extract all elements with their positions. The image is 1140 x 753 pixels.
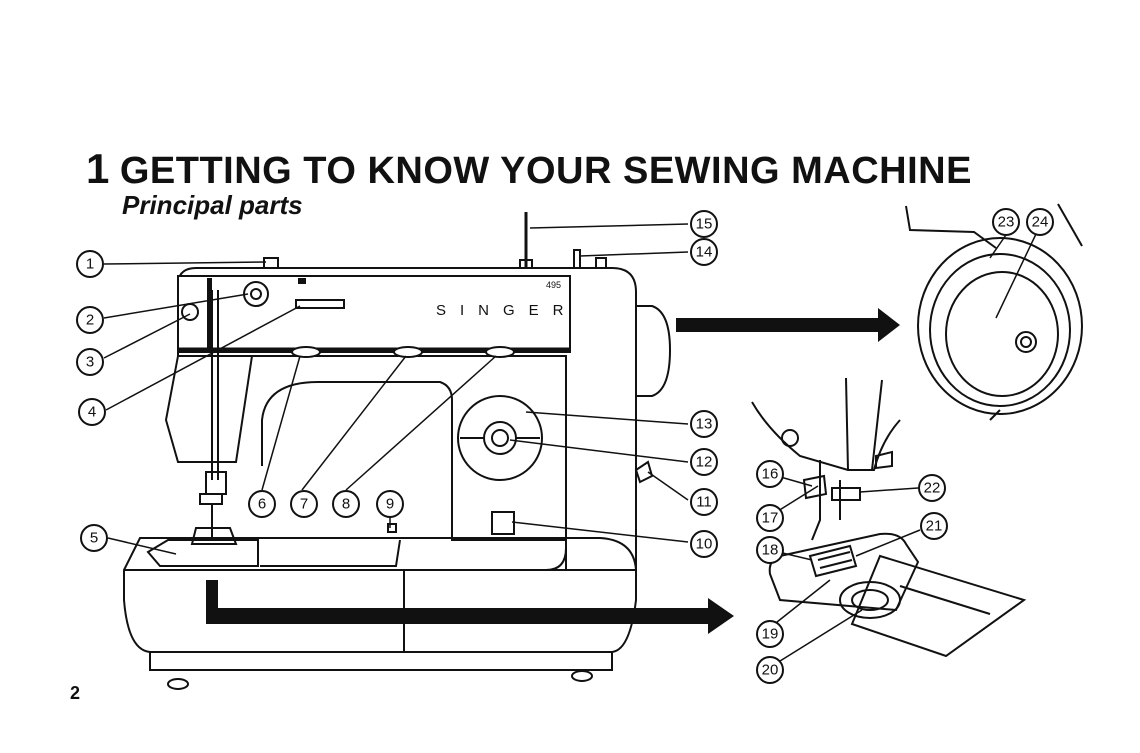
callout-11 bbox=[690, 488, 718, 516]
callout-19 bbox=[756, 620, 784, 648]
callout-3 bbox=[76, 348, 104, 376]
slide-plate bbox=[850, 554, 1027, 658]
callout-22 bbox=[918, 474, 946, 502]
callout-24 bbox=[1026, 208, 1054, 236]
callout-13-label: 13 bbox=[696, 416, 713, 433]
dial-8 bbox=[485, 346, 515, 358]
section-subtitle: Principal parts bbox=[122, 190, 303, 220]
callout-11-label: 11 bbox=[696, 494, 712, 511]
arrow-to-bed bbox=[206, 580, 734, 634]
callout-21-label: 21 bbox=[926, 518, 943, 535]
callout-21 bbox=[920, 512, 948, 540]
callout-9 bbox=[376, 490, 404, 518]
control-panel-band bbox=[177, 275, 571, 353]
callout-6 bbox=[248, 490, 276, 518]
needle-plate bbox=[146, 539, 259, 567]
callout-2 bbox=[76, 306, 104, 334]
callout-7 bbox=[290, 490, 318, 518]
handwheel-housing bbox=[636, 305, 672, 397]
callout-17-label: 17 bbox=[762, 510, 779, 527]
callout-17 bbox=[756, 504, 784, 532]
callout-12-label: 12 bbox=[696, 454, 713, 471]
callout-20-label: 20 bbox=[762, 662, 779, 679]
callout-1-label: 1 bbox=[86, 256, 94, 273]
callout-10 bbox=[690, 530, 718, 558]
arrow-to-handwheel bbox=[676, 308, 900, 342]
callout-16-label: 16 bbox=[762, 466, 779, 483]
callout-20 bbox=[756, 656, 784, 684]
callout-5-label: 5 bbox=[90, 530, 98, 547]
callout-18-label: 18 bbox=[762, 542, 779, 559]
callout-9-label: 9 bbox=[386, 496, 394, 513]
needle-area-housing bbox=[751, 401, 901, 471]
reverse-button bbox=[491, 511, 515, 535]
machine-base bbox=[123, 537, 637, 671]
callout-23 bbox=[992, 208, 1020, 236]
callout-14-label: 14 bbox=[696, 244, 713, 261]
needle-plate-closeup bbox=[768, 532, 920, 612]
callout-8-label: 8 bbox=[342, 496, 350, 513]
handwheel-closeup-housing bbox=[905, 205, 997, 249]
callout-4-label: 4 bbox=[88, 404, 96, 421]
callout-10-label: 10 bbox=[696, 536, 713, 553]
callout-3-label: 3 bbox=[86, 354, 94, 371]
callout-18 bbox=[756, 536, 784, 564]
dial-7 bbox=[393, 346, 423, 358]
machine-brand: SINGER bbox=[436, 302, 578, 319]
machine-head bbox=[164, 355, 253, 463]
callout-7-label: 7 bbox=[300, 496, 308, 513]
callout-5 bbox=[80, 524, 108, 552]
callout-15-label: 15 bbox=[696, 216, 713, 233]
pattern-selector-dial bbox=[457, 395, 543, 481]
handwheel-closeup bbox=[917, 237, 1083, 415]
bobbin-closeup bbox=[839, 581, 901, 619]
section-number: 1 bbox=[86, 145, 110, 192]
callout-16 bbox=[756, 460, 784, 488]
callout-13 bbox=[690, 410, 718, 438]
callout-6-label: 6 bbox=[258, 496, 266, 513]
callout-22-label: 22 bbox=[924, 480, 941, 497]
callout-23-label: 23 bbox=[998, 214, 1015, 231]
callout-15 bbox=[690, 210, 718, 238]
callout-14 bbox=[690, 238, 718, 266]
callout-8 bbox=[332, 490, 360, 518]
page-number: 2 bbox=[70, 683, 81, 703]
callout-19-label: 19 bbox=[762, 626, 779, 643]
callout-1 bbox=[76, 250, 104, 278]
callout-2-label: 2 bbox=[86, 312, 94, 329]
machine-model: 495 bbox=[546, 280, 561, 290]
section-title-text: GETTING TO KNOW YOUR SEWING MACHINE bbox=[119, 150, 972, 192]
callout-4 bbox=[78, 398, 106, 426]
dial-6 bbox=[291, 346, 321, 358]
callout-24-label: 24 bbox=[1032, 214, 1049, 231]
callout-12 bbox=[690, 448, 718, 476]
